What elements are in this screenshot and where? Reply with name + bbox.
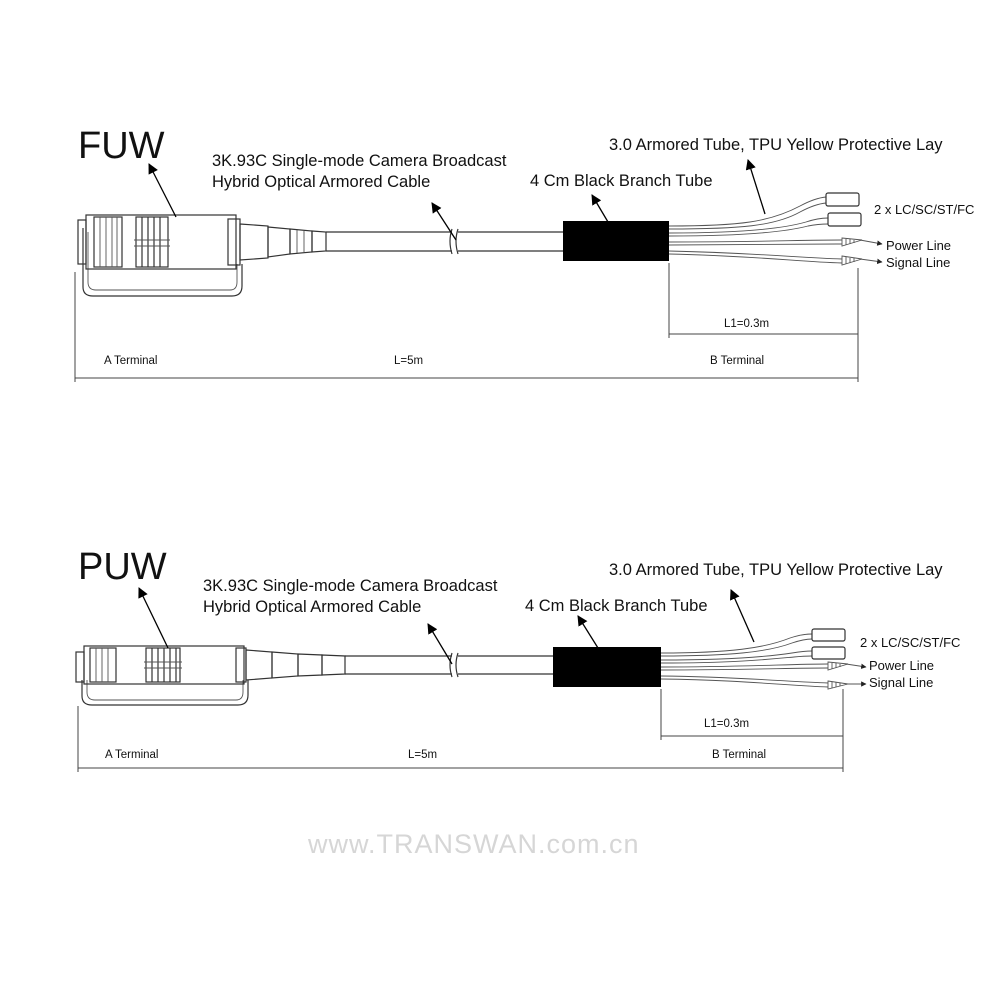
puw-branch-tube-label: 4 Cm Black Branch Tube (525, 597, 708, 615)
fuw-branch-leader (591, 194, 609, 223)
puw-branch-leader (577, 615, 599, 649)
fuw-armored-leader (745, 159, 766, 215)
puw-cable-label-2: Hybrid Optical Armored Cable (203, 598, 421, 616)
puw-title-leader (138, 587, 169, 649)
website-watermark: www.TRANSWAN.com.cn (307, 829, 640, 859)
fuw-title: FUW (78, 125, 165, 167)
fuw-branch-length: L1=0.3m (724, 318, 769, 330)
puw-fanout-lines (660, 628, 849, 690)
fuw-a-terminal-connector (77, 214, 327, 297)
puw-diagram: PUW (75, 546, 960, 772)
puw-total-length: L=5m (408, 749, 437, 761)
fuw-connectors-label: 2 x LC/SC/ST/FC (874, 202, 974, 217)
fuw-diagram: FUW (74, 125, 974, 382)
fuw-title-leader (148, 163, 177, 218)
fuw-total-length: L=5m (394, 355, 423, 367)
puw-b-terminal-label: B Terminal (712, 749, 766, 761)
puw-a-terminal-label: A Terminal (105, 749, 158, 761)
puw-title: PUW (78, 546, 167, 588)
fuw-black-branch-tube (563, 221, 669, 261)
fuw-cable-label-2: Hybrid Optical Armored Cable (212, 173, 430, 191)
puw-signal-line-label: Signal Line (869, 675, 933, 690)
fuw-main-cable (326, 228, 563, 255)
fuw-armored-tube-label: 3.0 Armored Tube, TPU Yellow Protective … (609, 136, 943, 154)
puw-main-cable (345, 652, 553, 678)
puw-cable-leader (427, 623, 453, 665)
puw-black-branch-tube (553, 647, 661, 687)
fuw-cable-label-1: 3K.93C Single-mode Camera Broadcast (212, 152, 507, 170)
puw-dimensions (77, 689, 844, 772)
puw-armored-leader (730, 589, 755, 643)
fuw-a-terminal-label: A Terminal (104, 355, 157, 367)
fuw-signal-line-label: Signal Line (886, 255, 950, 270)
fuw-power-line-label: Power Line (886, 238, 951, 253)
puw-branch-length: L1=0.3m (704, 718, 749, 730)
puw-connectors-label: 2 x LC/SC/ST/FC (860, 635, 960, 650)
puw-power-line-label: Power Line (869, 658, 934, 673)
puw-cable-label-1: 3K.93C Single-mode Camera Broadcast (203, 577, 498, 595)
puw-armored-tube-label: 3.0 Armored Tube, TPU Yellow Protective … (609, 561, 943, 579)
fuw-fanout-lines (668, 192, 863, 266)
fuw-dimensions (74, 263, 859, 382)
fuw-b-terminal-label: B Terminal (710, 355, 764, 367)
puw-a-terminal-connector (75, 645, 346, 706)
fuw-cable-leader (431, 202, 457, 241)
fuw-branch-tube-label: 4 Cm Black Branch Tube (530, 172, 713, 190)
